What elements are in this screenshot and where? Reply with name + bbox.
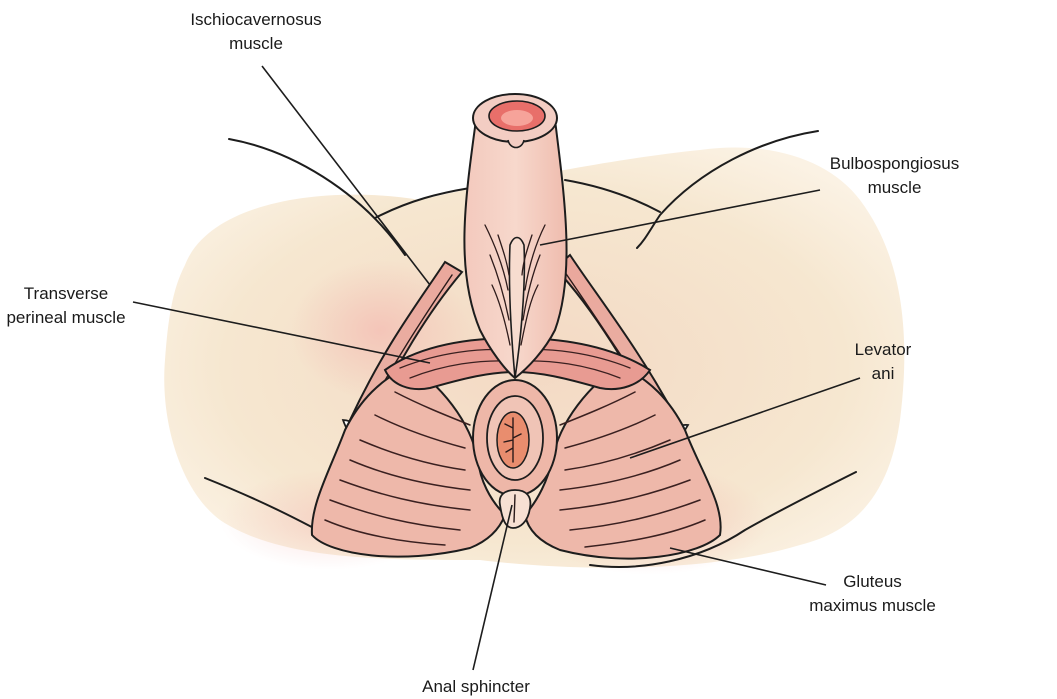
leader-lines — [132, 65, 861, 671]
label-anal-sphincter: Anal sphincter — [410, 675, 542, 699]
label-line: Transverse — [23, 284, 109, 303]
label-ischiocavernosus: Ischiocavernosus muscle — [176, 8, 336, 56]
label-line: muscle — [867, 178, 922, 197]
label-line: Levator — [854, 340, 912, 359]
label-line: Anal sphincter — [422, 677, 530, 696]
label-gluteus-maximus: Gluteus maximus muscle — [800, 570, 945, 618]
leader-gluteus — [669, 547, 827, 586]
label-bulbospongiosus: Bulbospongiosus muscle — [812, 152, 977, 200]
leader-ischiocavernosus — [261, 65, 431, 286]
leader-transverse — [132, 301, 431, 364]
leader-anal — [472, 504, 513, 671]
label-line: ani — [871, 364, 895, 383]
label-transverse-perineal: Transverse perineal muscle — [0, 282, 132, 330]
leader-levator — [629, 377, 861, 459]
anal-sphincter — [472, 379, 558, 529]
label-line: muscle — [229, 34, 283, 53]
gluteus-maximus — [310, 363, 722, 560]
label-levator-ani: Levator ani — [848, 338, 918, 386]
label-line: Ischiocavernosus — [190, 10, 322, 29]
label-line: Gluteus — [843, 572, 902, 591]
label-line: Bulbospongiosus — [829, 154, 960, 173]
bulbospongiosus-shaft — [463, 93, 568, 380]
label-line: maximus muscle — [809, 596, 936, 615]
leader-bulbospongiosus — [539, 189, 821, 246]
label-line: perineal muscle — [6, 308, 126, 327]
